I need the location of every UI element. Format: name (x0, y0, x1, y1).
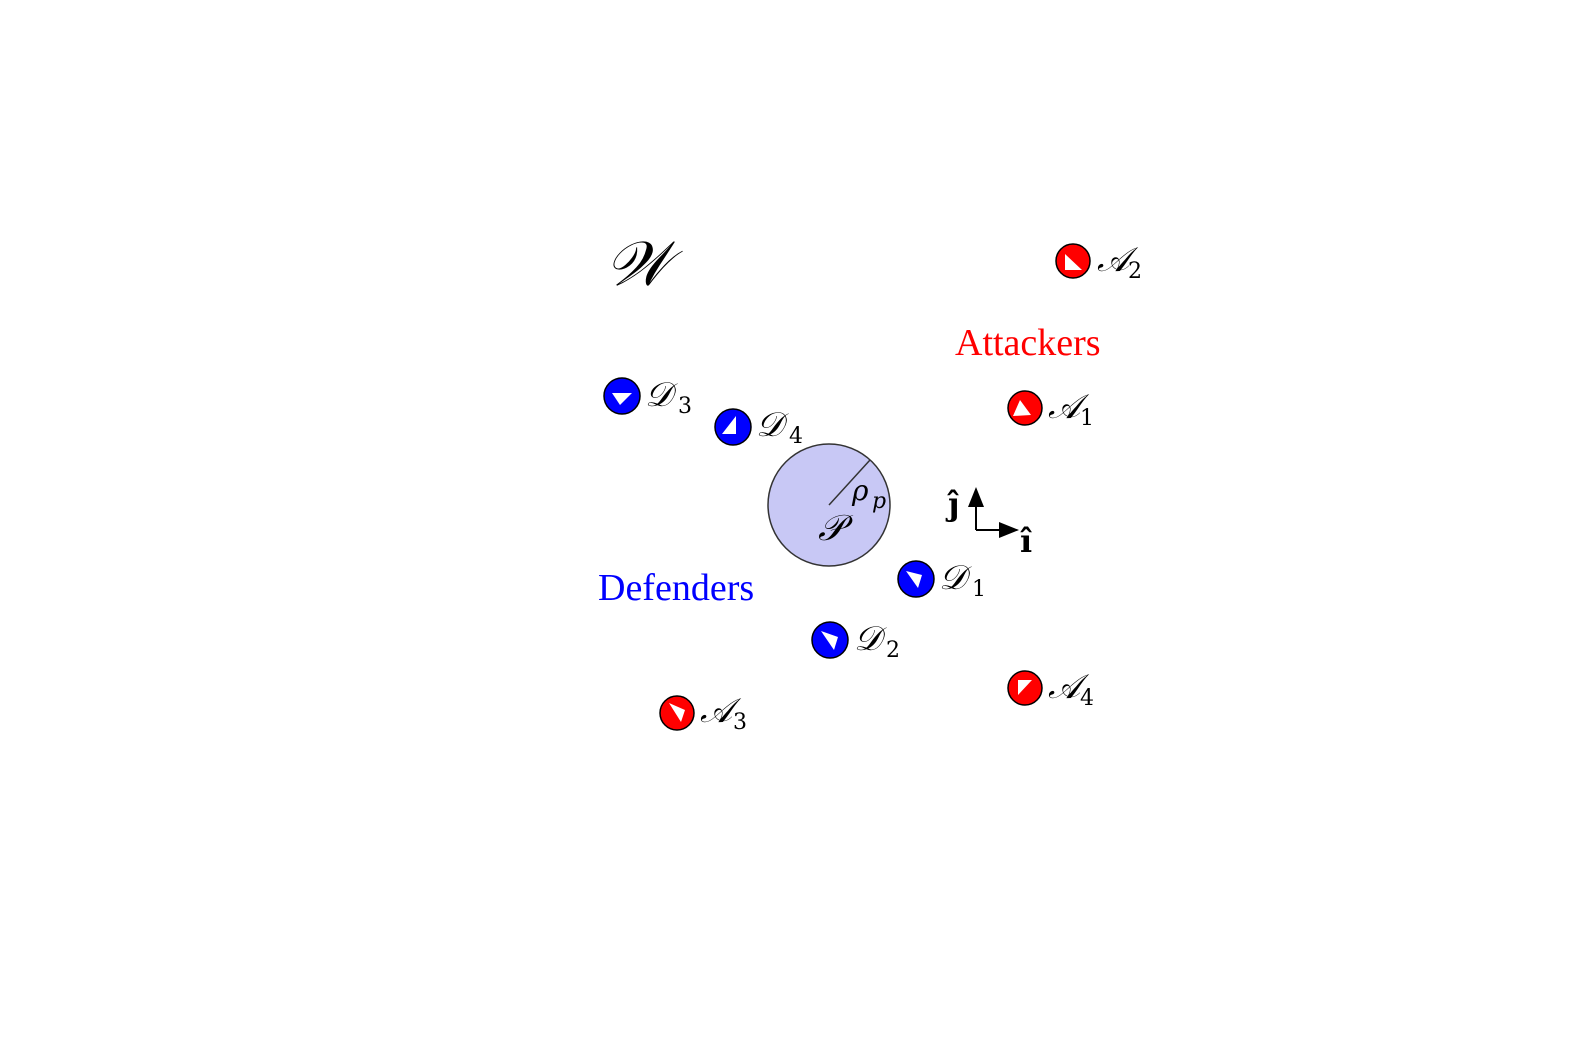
attacker-a4-index: 4 (1080, 686, 1094, 711)
attacker-a3-heading-icon (669, 703, 685, 722)
attackers-label: Attackers (955, 322, 1101, 364)
defender-d3: 𝒟 3 (603, 375, 692, 419)
attacker-a4: 𝒜 4 (1007, 667, 1094, 711)
defender-d1-symbol: 𝒟 (939, 558, 972, 598)
defender-d1: 𝒟 1 (897, 558, 986, 602)
radius-label: ρ (851, 474, 869, 507)
defender-d1-index: 1 (972, 577, 986, 602)
attacker-a4-heading-icon (1018, 680, 1032, 695)
defender-d4-symbol: 𝒟 (756, 405, 789, 445)
defender-d2: 𝒟 2 (811, 619, 900, 663)
i-axis-label: î (1020, 522, 1032, 560)
attacker-a4-marker (1007, 670, 1043, 706)
attacker-a1-index: 1 (1080, 406, 1094, 431)
attacker-a1: 𝒜 1 (1007, 387, 1094, 431)
defender-d3-index: 3 (678, 394, 692, 419)
defender-d3-heading-icon (612, 393, 632, 405)
protected-region: ρ p 𝒫 (767, 443, 891, 567)
attacker-a2-marker (1055, 243, 1091, 279)
attacker-a2-heading-icon (1065, 254, 1082, 270)
attacker-a3: 𝒜 3 (659, 691, 747, 735)
defender-d1-heading-icon (906, 571, 922, 588)
workspace-label: 𝒲 (605, 227, 683, 300)
coordinate-frame: ĵ î (945, 485, 1032, 560)
radius-subscript: p (872, 489, 886, 514)
attacker-a2-index: 2 (1128, 259, 1142, 284)
defender-d4-heading-icon (722, 416, 736, 434)
defender-d2-heading-icon (821, 631, 838, 650)
defender-d2-symbol: 𝒟 (854, 619, 887, 659)
attacker-a1-heading-icon (1013, 400, 1031, 416)
attacker-a2: 𝒜 2 (1055, 240, 1142, 284)
defender-d4-index: 4 (789, 424, 803, 449)
defender-d2-index: 2 (886, 638, 900, 663)
defender-d3-symbol: 𝒟 (645, 375, 678, 415)
j-axis-label: ĵ (945, 485, 960, 523)
attacker-a3-index: 3 (733, 710, 747, 735)
defenders-label: Defenders (598, 567, 754, 609)
radius-line (828, 459, 871, 506)
defender-d4: 𝒟 4 (714, 405, 803, 449)
